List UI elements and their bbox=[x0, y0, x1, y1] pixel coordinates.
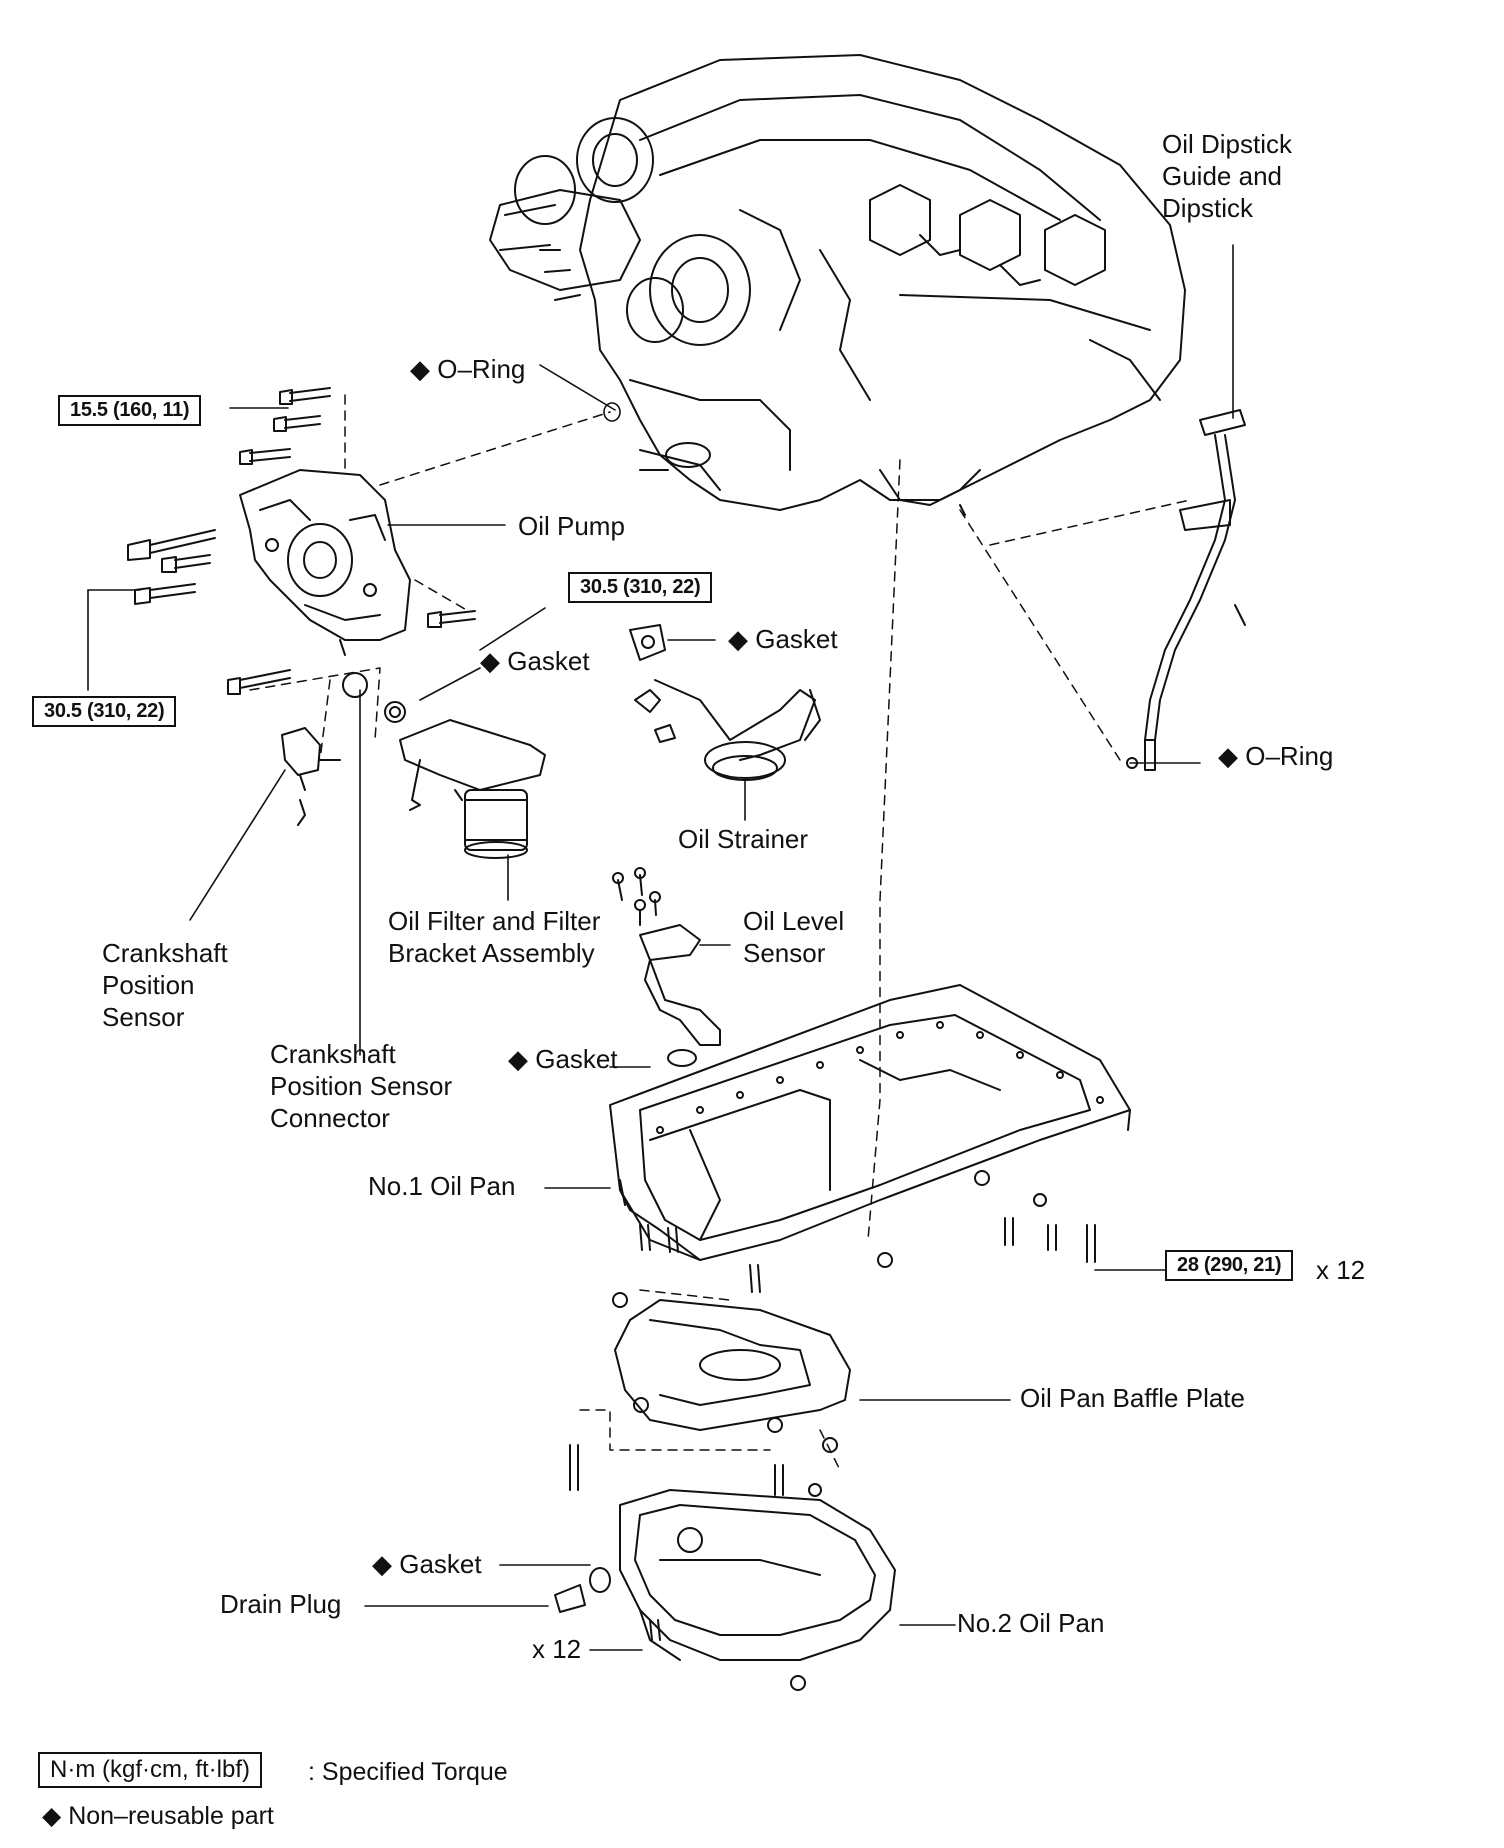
leader-lines bbox=[87, 244, 1234, 1651]
gasket-filter-label: ◆ Gasket bbox=[480, 646, 590, 676]
oil-pump-assembly bbox=[127, 387, 821, 859]
oil-dipstick-label: Oil Dipstick Guide and Dipstick bbox=[1162, 129, 1293, 223]
no2-oil-pan-label: No.2 Oil Pan bbox=[957, 1608, 1105, 1638]
dashed-guides bbox=[249, 394, 1191, 1471]
dipstick-guide bbox=[1126, 409, 1246, 771]
gasket-drain-label: ◆ Gasket bbox=[372, 1549, 482, 1579]
torque-pump-right: 30.5 (310, 22) bbox=[568, 572, 713, 603]
torque-no1-pan: 28 (290, 21) bbox=[1165, 1250, 1294, 1281]
crankshaft-sensor-label: Crankshaft Position Sensor bbox=[102, 938, 228, 1032]
legend-torque-unit: N·m (kgf·cm, ft·lbf) bbox=[38, 1752, 262, 1788]
o-ring-dipstick-label: ◆ O–Ring bbox=[1218, 741, 1334, 771]
diamond-icon: ◆ bbox=[410, 354, 430, 384]
torque-pump-left: 30.5 (310, 22) bbox=[32, 696, 177, 727]
diamond-icon: ◆ bbox=[1218, 741, 1238, 771]
oil-strainer-label: Oil Strainer bbox=[678, 824, 809, 854]
x12-no2-label: x 12 bbox=[532, 1634, 582, 1664]
engine-block bbox=[489, 54, 1186, 516]
gasket-strainer-label: ◆ Gasket bbox=[728, 624, 838, 654]
diamond-icon: ◆ bbox=[728, 624, 748, 654]
baffle-plate-label: Oil Pan Baffle Plate bbox=[1020, 1383, 1245, 1413]
legend-nonreusable: ◆ Non–reusable part bbox=[42, 1802, 274, 1830]
o-ring-top-label: ◆ O–Ring bbox=[410, 354, 526, 384]
diamond-icon: ◆ bbox=[508, 1044, 528, 1074]
legend-torque-desc: : Specified Torque bbox=[308, 1758, 508, 1786]
oil-level-sensor bbox=[612, 867, 721, 1046]
crankshaft-connector-label: Crankshaft Position Sensor Connector bbox=[270, 1039, 453, 1133]
baffle-plate-drawing bbox=[569, 1292, 851, 1497]
oil-pump-label: Oil Pump bbox=[518, 511, 625, 541]
oil-level-sensor-label: Oil Level Sensor bbox=[743, 906, 845, 968]
diamond-icon: ◆ bbox=[372, 1549, 392, 1579]
no1-oil-pan-label: No.1 Oil Pan bbox=[368, 1171, 516, 1201]
oil-filter-bracket-label: Oil Filter and Filter Bracket Assembly bbox=[388, 906, 601, 968]
x12-no1-label: x 12 bbox=[1316, 1255, 1366, 1285]
diamond-icon: ◆ bbox=[42, 1802, 62, 1830]
no1-oil-pan-drawing bbox=[609, 984, 1131, 1293]
no2-oil-pan-drawing bbox=[554, 1489, 896, 1691]
drain-plug-label: Drain Plug bbox=[220, 1589, 342, 1619]
gasket-level-label: ◆ Gasket bbox=[508, 1044, 618, 1074]
torque-pump-top: 15.5 (160, 11) bbox=[58, 395, 202, 426]
diamond-icon: ◆ bbox=[480, 646, 500, 676]
